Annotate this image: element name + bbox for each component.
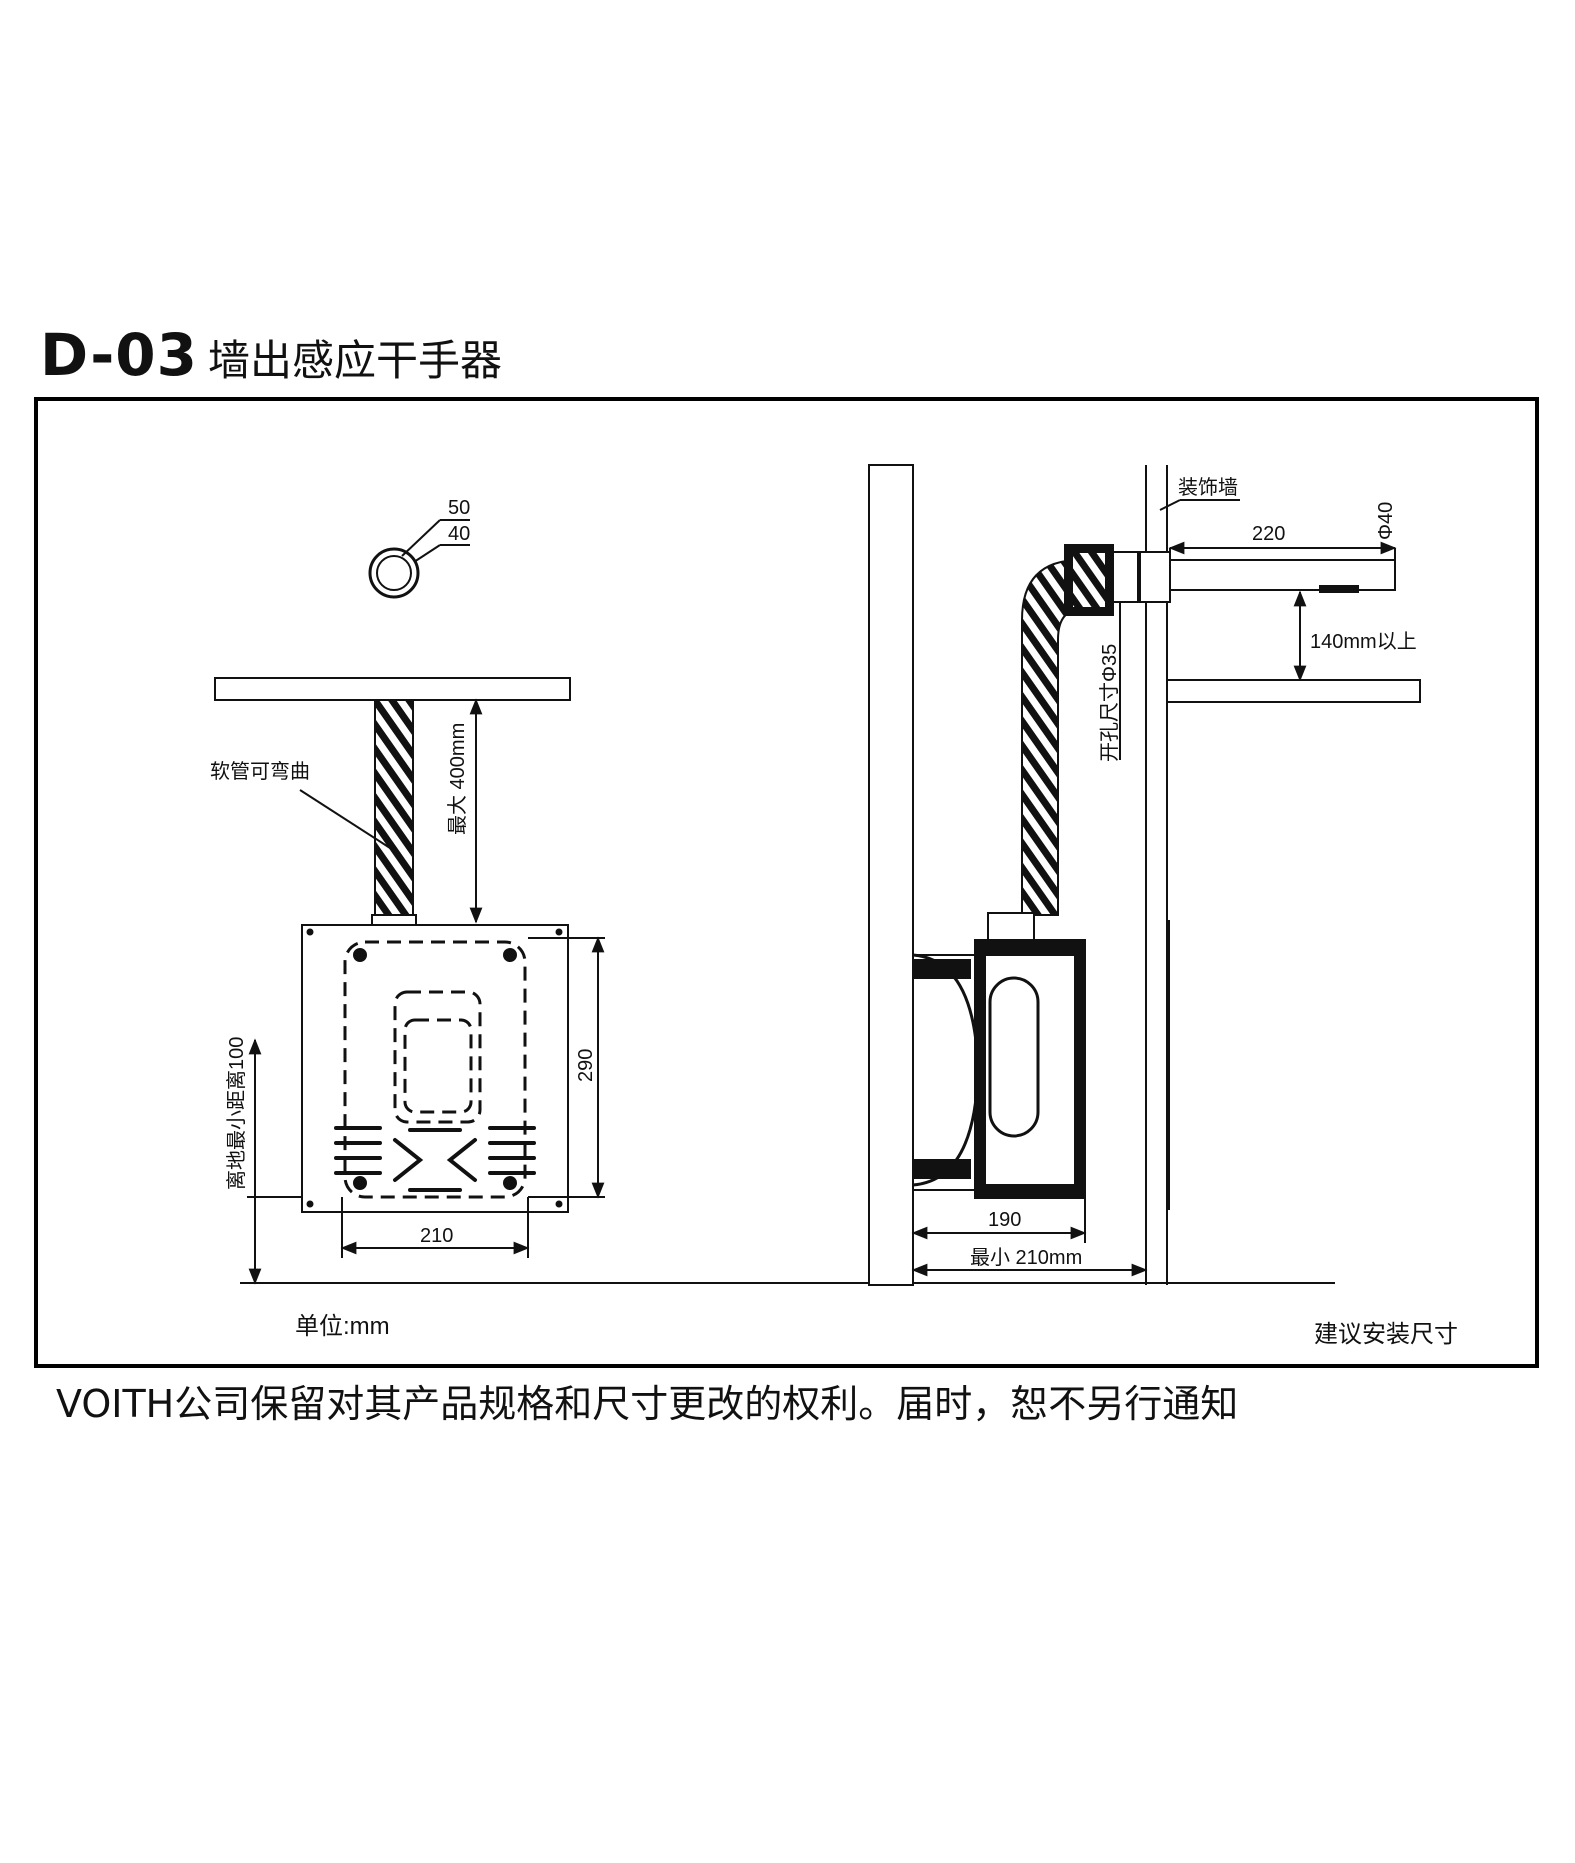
side-view xyxy=(868,464,1421,1286)
hose-note: 软管可弯曲 xyxy=(210,760,310,783)
wall-label: 装饰墙 xyxy=(1178,476,1238,499)
height-dim: 290 xyxy=(575,1049,597,1082)
clearance-dim: 140mm以上 xyxy=(1310,630,1417,653)
model-code: D-03 xyxy=(40,321,199,389)
pipe-length-dim: 220 xyxy=(1252,523,1285,545)
ring-outer-dim: 50 xyxy=(448,497,470,519)
floor-distance-dim: 离地最小距离100 xyxy=(225,1037,248,1190)
pipe-diameter-dim: Φ40 xyxy=(1375,502,1397,540)
hole-size-dim: 开孔尺寸Φ35 xyxy=(1098,644,1121,762)
front-view xyxy=(214,519,1335,1285)
footer-notice: VOITH公司保留对其产品规格和尺寸更改的权利。届时，恕不另行通知 xyxy=(56,1382,1239,1426)
flex-hose xyxy=(374,699,414,916)
ring-inner-dim: 40 xyxy=(448,523,470,545)
width-dim: 210 xyxy=(420,1225,453,1247)
front-body xyxy=(301,924,569,1213)
unit-note: 单位:mm xyxy=(295,1313,390,1340)
depth-dim: 190 xyxy=(988,1209,1021,1231)
outlet-pipe xyxy=(1169,559,1396,591)
counter-top xyxy=(1166,679,1421,703)
main-wall xyxy=(868,464,914,1286)
min-depth-dim: 最小 210mm xyxy=(970,1246,1082,1269)
hose-length-dim: 最大 400mm xyxy=(446,723,469,835)
drawing-frame xyxy=(34,397,1539,1368)
install-caption: 建议安装尺寸 xyxy=(1314,1321,1458,1348)
outlet-ring-icon xyxy=(368,547,420,599)
product-title: 墙出感应干手器 xyxy=(208,336,503,385)
